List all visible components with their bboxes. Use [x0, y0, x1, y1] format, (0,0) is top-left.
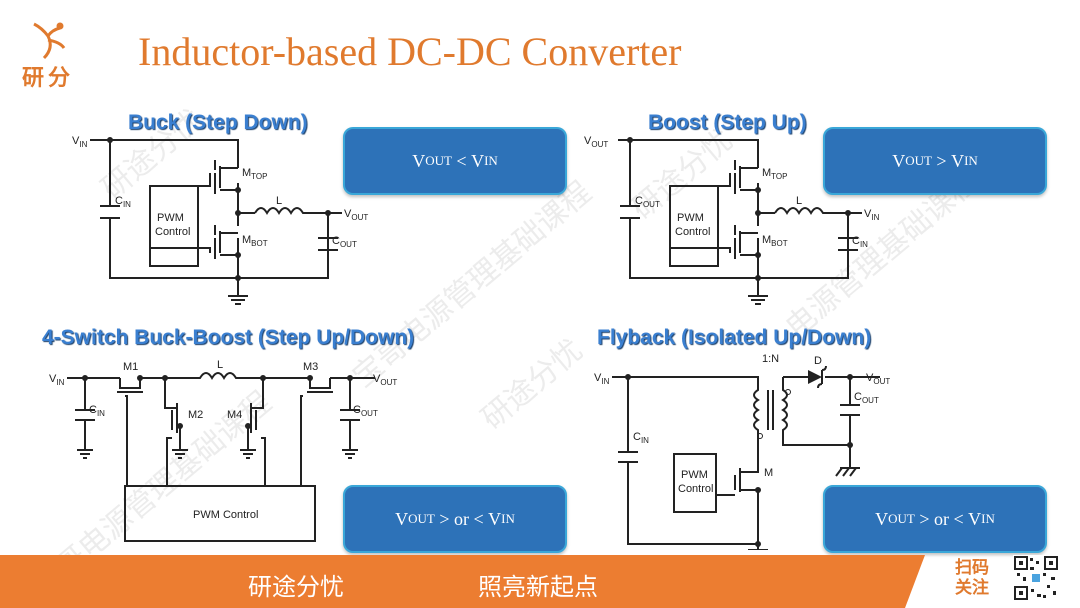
cond-lhs: V [412, 150, 426, 171]
pwm-label: Control [675, 226, 710, 238]
m4-label: M4 [227, 409, 242, 421]
footer: 研途分忧 照亮新起点 [0, 555, 1080, 608]
cond-op: > or < [914, 508, 969, 529]
qr-code-icon[interactable] [1013, 555, 1059, 601]
vout-label: VOUT [866, 372, 890, 386]
vin-label: VIN [72, 135, 88, 149]
cond-lhs-sub: OUT [408, 511, 435, 526]
mbot-label: MBOT [242, 234, 268, 248]
page-title: Inductor-based DC-DC Converter [138, 29, 682, 74]
vout-label: VOUT [373, 373, 397, 387]
cout-label: COUT [353, 404, 378, 418]
cond-rhs-sub: IN [484, 153, 498, 168]
vin-label: VIN [864, 208, 880, 222]
boost-title: Boost (Step Up) [648, 111, 807, 134]
vout-label: VOUT [344, 208, 368, 222]
flyback-schematic: VIN CIN 1:N D VOUT COUT M PWM Control [594, 353, 890, 550]
cond-lhs-sub: OUT [905, 153, 932, 168]
cond-rhs-sub: IN [501, 511, 515, 526]
cond-lhs-sub: OUT [425, 153, 452, 168]
footer-slogan-right: 照亮新起点 [478, 573, 598, 601]
pwm-label: Control [155, 226, 190, 238]
mbot-label: MBOT [762, 234, 788, 248]
pwm-label: Control [678, 483, 713, 495]
scan-follow-text: 扫码关注 [955, 558, 989, 598]
watermark: 研途分忧 [475, 332, 590, 437]
inductor-label: L [217, 359, 223, 371]
flyback-title: Flyback (Isolated Up/Down) [597, 326, 872, 349]
cond-rhs: V [968, 508, 982, 529]
m-label: M [764, 467, 773, 479]
pwm-label: PWM [157, 212, 184, 224]
m2-label: M2 [188, 409, 203, 421]
buck-title: Buck (Step Down) [128, 111, 308, 134]
cout-label: COUT [635, 195, 660, 209]
vin-label: VIN [594, 372, 610, 386]
buckboost-title: 4-Switch Buck-Boost (Step Up/Down) [42, 326, 415, 349]
cin-label: CIN [89, 404, 105, 418]
cond-lhs: V [875, 508, 889, 529]
inductor-label: L [796, 195, 802, 207]
logo-icon [33, 22, 66, 60]
cond-rhs: V [471, 150, 485, 171]
m3-label: M3 [303, 361, 318, 373]
cond-lhs-sub: OUT [888, 511, 915, 526]
cond-rhs-sub: IN [964, 153, 978, 168]
vin-label: VIN [49, 373, 65, 387]
cond-rhs: V [951, 150, 965, 171]
footer-bar [0, 555, 925, 608]
vout-label: VOUT [584, 135, 608, 149]
ratio-label: 1:N [762, 353, 779, 365]
pwm-label: PWM [677, 212, 704, 224]
footer-slogan-left: 研途分忧 [248, 573, 344, 601]
cond-op: < [451, 150, 472, 171]
mtop-label: MTOP [242, 167, 267, 181]
m1-label: M1 [123, 361, 138, 373]
pwm-label: PWM Control [193, 509, 258, 521]
cin-label: CIN [852, 235, 868, 249]
cond-lhs: V [892, 150, 906, 171]
mtop-label: MTOP [762, 167, 787, 181]
logo-text: 研分 [22, 66, 75, 91]
cin-label: CIN [115, 195, 131, 209]
cond-rhs-sub: IN [981, 511, 995, 526]
cond-op: > [931, 150, 952, 171]
diode-label: D [814, 355, 822, 367]
cond-op: > or < [434, 508, 489, 529]
buck-schematic: VIN CIN MTOP MBOT L VOUT COUT PWM Contro… [72, 135, 368, 305]
cout-label: COUT [332, 235, 357, 249]
inductor-label: L [276, 195, 282, 207]
buckboost-schematic: VIN CIN M1 M2 M3 M4 L VOUT COUT PWM Cont… [49, 359, 397, 542]
cout-label: COUT [854, 391, 879, 405]
cond-rhs: V [488, 508, 502, 529]
cond-lhs: V [395, 508, 409, 529]
pwm-label: PWM [681, 469, 708, 481]
boost-schematic: VOUT COUT MTOP MBOT L VIN CIN PWM Contro… [584, 135, 880, 305]
cin-label: CIN [633, 431, 649, 445]
